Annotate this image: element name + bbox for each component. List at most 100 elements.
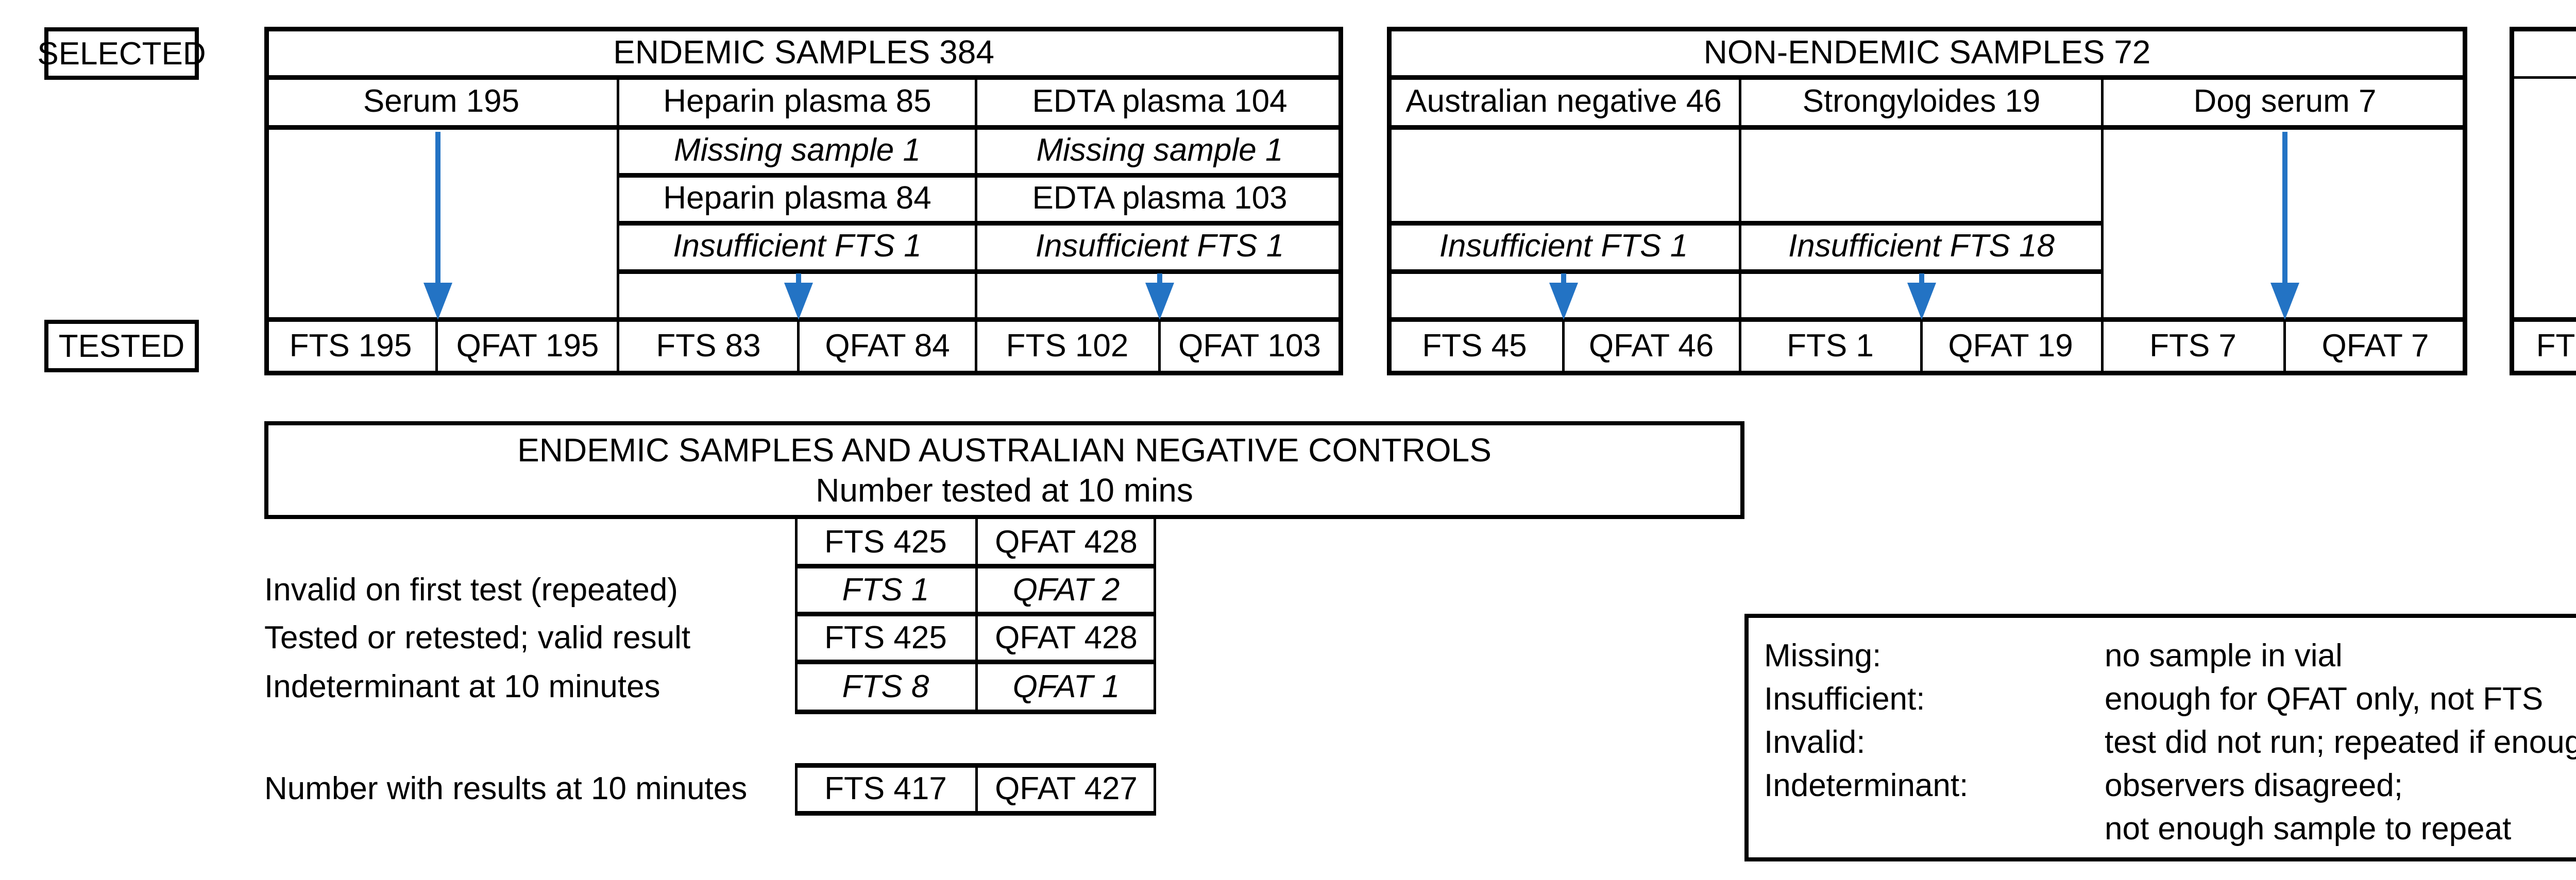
grid-line xyxy=(1387,125,2467,130)
ten-min-subtitle: Number tested at 10 mins xyxy=(816,472,1193,509)
legend-definition: test did not run; repeated if enough sam… xyxy=(2105,724,2576,760)
grid-line xyxy=(617,78,619,373)
non-endemic-strongyloides-insufficient: Insufficient FTS 18 xyxy=(1788,228,2055,264)
endemic-title: ENDEMIC SAMPLES 384 xyxy=(613,33,994,71)
grid-line xyxy=(2101,78,2104,373)
non-endemic-tested-cell: FTS 1 xyxy=(1787,327,1874,364)
grid-line xyxy=(1154,763,1156,816)
total-tested-cell: FTS 433 xyxy=(2536,327,2576,364)
non-endemic-dog-header: Dog serum 7 xyxy=(2193,83,2377,119)
grid-line xyxy=(1387,27,1392,375)
endemic-serum-header: Serum 195 xyxy=(363,83,520,119)
selected-stage-box: SELECTED xyxy=(37,27,206,80)
results-cell: FTS 417 xyxy=(824,770,947,806)
results-label: Number with results at 10 minutes xyxy=(264,770,748,806)
endemic-edta-remaining: EDTA plasma 103 xyxy=(1032,180,1287,216)
legend-definition: observers disagreed; xyxy=(2105,767,2403,803)
grid-line xyxy=(1920,320,1923,373)
grid-line xyxy=(975,78,977,373)
non-endemic-title: NON-ENDEMIC SAMPLES 72 xyxy=(1703,33,2151,71)
arrow-head-icon xyxy=(423,283,452,320)
tested-stage-box: TESTED xyxy=(44,320,199,372)
ten-min-invalid-cell: FTS 1 xyxy=(842,572,929,608)
results-cell: QFAT 427 xyxy=(995,770,1138,806)
grid-line xyxy=(1387,371,2467,375)
endemic-tested-cell: QFAT 84 xyxy=(825,327,950,364)
grid-line xyxy=(264,125,1343,130)
tested-stage-label: TESTED xyxy=(58,328,185,364)
endemic-tested-cell: FTS 195 xyxy=(289,327,412,364)
non-endemic-strongyloides-header: Strongyloides 19 xyxy=(1802,83,2041,119)
endemic-tested-cell: QFAT 103 xyxy=(1178,327,1321,364)
total-title: TOTAL 456 xyxy=(2510,29,2576,75)
grid-line xyxy=(1562,320,1565,373)
legend-definition: no sample in vial xyxy=(2105,637,2343,674)
grid-line xyxy=(1387,75,2467,80)
grid-line xyxy=(1387,27,2467,31)
grid-line xyxy=(975,763,978,816)
ten-min-tested-cell: QFAT 428 xyxy=(995,524,1138,560)
grid-line xyxy=(1338,27,1343,375)
ten-min-summary-header: ENDEMIC SAMPLES AND AUSTRALIAN NEGATIVE … xyxy=(264,421,1744,519)
grid-line xyxy=(2510,27,2576,31)
ten-min-valid-cell: FTS 425 xyxy=(824,619,947,655)
non-endemic-australian-insufficient: Insufficient FTS 1 xyxy=(1439,228,1688,264)
grid-line xyxy=(2463,27,2467,375)
grid-line xyxy=(795,763,798,816)
arrow-shaft xyxy=(1919,273,1924,286)
grid-line xyxy=(618,269,1343,274)
grid-line xyxy=(264,27,269,375)
arrow-shaft xyxy=(1561,273,1566,286)
ten-min-indeterminant-cell: QFAT 1 xyxy=(1012,668,1120,704)
ten-min-valid-label: Tested or retested; valid result xyxy=(264,619,691,655)
selected-stage-label: SELECTED xyxy=(37,36,206,72)
arrow-head-icon xyxy=(1907,283,1936,320)
grid-line xyxy=(264,27,1343,31)
arrow-shaft xyxy=(1157,273,1162,286)
grid-line xyxy=(618,221,1343,226)
endemic-edta-insufficient: Insufficient FTS 1 xyxy=(1035,228,1284,264)
arrow-head-icon xyxy=(1549,283,1578,320)
grid-line xyxy=(975,519,978,714)
arrow-head-icon xyxy=(2270,283,2299,320)
ten-min-valid-cell: QFAT 428 xyxy=(995,619,1138,655)
legend-term: Invalid: xyxy=(1764,724,1866,760)
ten-min-indeterminant-cell: FTS 8 xyxy=(842,668,929,704)
grid-line xyxy=(2510,27,2514,375)
grid-line xyxy=(264,371,1343,375)
legend-term: Insufficient: xyxy=(1764,681,1925,717)
grid-line xyxy=(1158,320,1161,373)
ten-min-indeterminant-label: Indeterminant at 10 minutes xyxy=(264,668,660,704)
endemic-edta-missing: Missing sample 1 xyxy=(1036,132,1283,168)
grid-line xyxy=(435,320,438,373)
legend-term: Missing: xyxy=(1764,637,1882,674)
grid-line xyxy=(2510,371,2576,375)
non-endemic-australian-header: Australian negative 46 xyxy=(1405,83,1722,119)
arrow-shaft xyxy=(2282,132,2287,285)
ten-min-invalid-cell: QFAT 2 xyxy=(1012,572,1120,608)
non-endemic-tested-cell: FTS 45 xyxy=(1422,327,1527,364)
grid-line xyxy=(2510,317,2576,322)
ten-min-tested-cell: FTS 425 xyxy=(824,524,947,560)
grid-line xyxy=(1387,221,2103,226)
legend-term: Indeterminant: xyxy=(1764,767,1969,803)
endemic-tested-cell: FTS 83 xyxy=(656,327,761,364)
ten-min-invalid-label: Invalid on first test (repeated) xyxy=(264,572,678,608)
non-endemic-tested-cell: QFAT 19 xyxy=(1948,327,2073,364)
non-endemic-tested-cell: FTS 7 xyxy=(2149,327,2236,364)
grid-line xyxy=(264,75,1343,80)
legend-definition: enough for QFAT only, not FTS xyxy=(2105,681,2544,717)
grid-line xyxy=(797,320,800,373)
endemic-edta-header: EDTA plasma 104 xyxy=(1032,83,1287,119)
non-endemic-tested-cell: QFAT 46 xyxy=(1588,327,1714,364)
grid-line xyxy=(618,173,1343,178)
arrow-shaft xyxy=(796,273,801,286)
non-endemic-tested-cell: QFAT 7 xyxy=(2321,327,2429,364)
arrow-head-icon xyxy=(784,283,813,320)
ten-min-title: ENDEMIC SAMPLES AND AUSTRALIAN NEGATIVE … xyxy=(517,431,1492,469)
endemic-heparin-remaining: Heparin plasma 84 xyxy=(663,180,931,216)
arrow-head-icon xyxy=(1145,283,1174,320)
grid-line xyxy=(1387,269,2103,274)
grid-line xyxy=(1739,78,1741,373)
